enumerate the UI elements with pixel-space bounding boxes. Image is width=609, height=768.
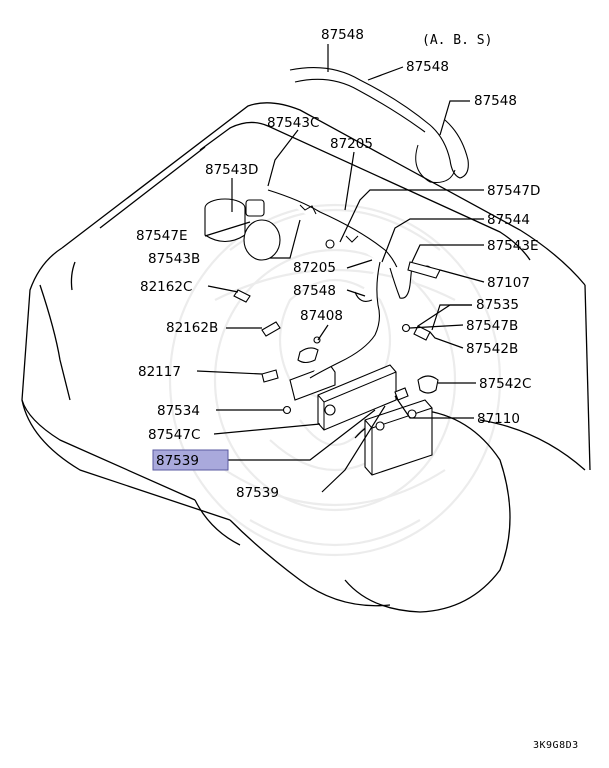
part-label-87547d[interactable]: 87547D <box>487 183 540 199</box>
part-label-87205-lower[interactable]: 87205 <box>293 260 336 276</box>
part-label-87543d[interactable]: 87543D <box>205 162 258 178</box>
part-label-87107[interactable]: 87107 <box>487 275 530 291</box>
part-label-87110[interactable]: 87110 <box>477 411 520 427</box>
leader-lines <box>196 44 485 493</box>
selected-part-highlight <box>152 449 229 471</box>
part-label-87547b[interactable]: 87547B <box>466 318 518 334</box>
part-label-87543c[interactable]: 87543C <box>267 115 319 131</box>
part-label-87548-far[interactable]: 87548 <box>474 93 517 109</box>
part-label-87535[interactable]: 87535 <box>476 297 519 313</box>
part-label-87408[interactable]: 87408 <box>300 308 343 324</box>
part-labels: 87548 87548 87548 87543C 87205 87543D 87… <box>136 27 540 501</box>
abs-annotation: (A. B. S) <box>422 33 492 48</box>
part-label-87542b[interactable]: 87542B <box>466 341 518 357</box>
part-label-87205-upper[interactable]: 87205 <box>330 136 373 152</box>
part-label-87534[interactable]: 87534 <box>157 403 200 419</box>
engine-components <box>204 67 469 476</box>
part-label-87547e[interactable]: 87547E <box>136 228 187 244</box>
drawing-code: 3K9G8D3 <box>533 740 579 751</box>
part-label-87543e[interactable]: 87543E <box>487 238 538 254</box>
part-label-87539-selected[interactable]: 87539 <box>156 453 199 469</box>
part-label-87548-right[interactable]: 87548 <box>406 59 449 75</box>
part-label-87547c[interactable]: 87547C <box>148 427 200 443</box>
part-label-87542c[interactable]: 87542C <box>479 376 531 392</box>
part-label-87548-mid[interactable]: 87548 <box>293 283 336 299</box>
part-label-82117[interactable]: 82117 <box>138 364 181 380</box>
part-label-82162b[interactable]: 82162B <box>166 320 218 336</box>
part-label-87543b[interactable]: 87543B <box>148 251 200 267</box>
part-label-87548-top[interactable]: 87548 <box>321 27 364 43</box>
vehicle-body <box>21 102 591 613</box>
part-label-87544[interactable]: 87544 <box>487 212 530 228</box>
part-label-87539-lower[interactable]: 87539 <box>236 485 279 501</box>
part-label-82162c[interactable]: 82162C <box>140 279 192 295</box>
